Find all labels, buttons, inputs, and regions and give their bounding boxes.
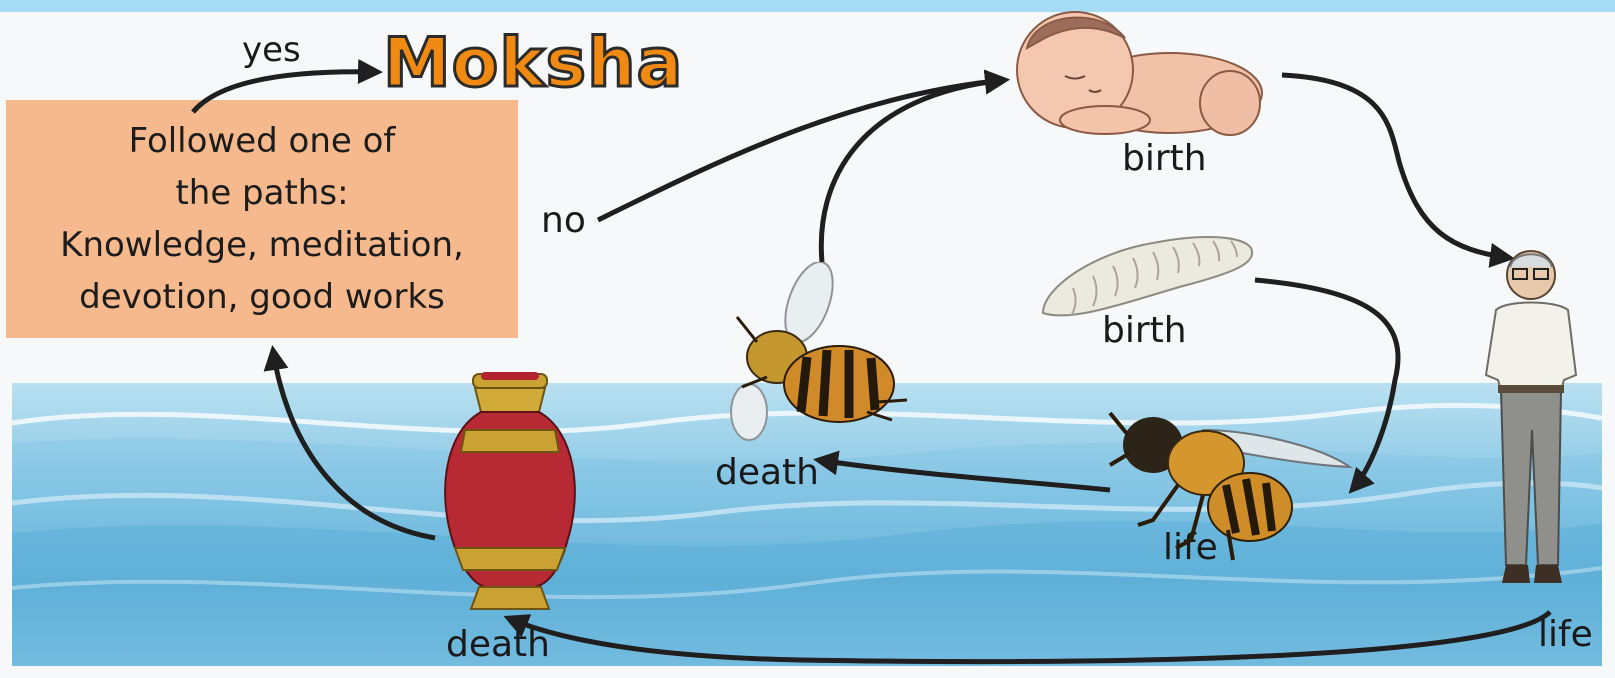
- live-bee-icon: [1108, 405, 1353, 570]
- arrow-baby-to-man: [1282, 75, 1510, 258]
- old-man-icon: [1476, 245, 1586, 615]
- arrow-box-to-moksha: [193, 72, 378, 112]
- arrow-urn-to-box: [273, 350, 435, 538]
- baby-icon: [1005, 8, 1275, 143]
- urn-icon: [435, 372, 585, 612]
- label-life-man: life: [1538, 617, 1593, 653]
- label-death-urn: death: [446, 627, 550, 663]
- larva-icon: [1033, 228, 1258, 323]
- arrow-bee-to-death: [818, 460, 1110, 490]
- label-yes: yes: [242, 33, 301, 67]
- arrow-deadbee-to-birth: [821, 80, 1005, 262]
- dead-bee-icon: [727, 262, 917, 452]
- arrow-man-to-urn: [508, 612, 1550, 662]
- label-birth-baby: birth: [1122, 141, 1207, 177]
- label-no: no: [541, 203, 586, 239]
- moksha-title: Moksha: [383, 30, 683, 98]
- label-death-bee: death: [715, 455, 819, 491]
